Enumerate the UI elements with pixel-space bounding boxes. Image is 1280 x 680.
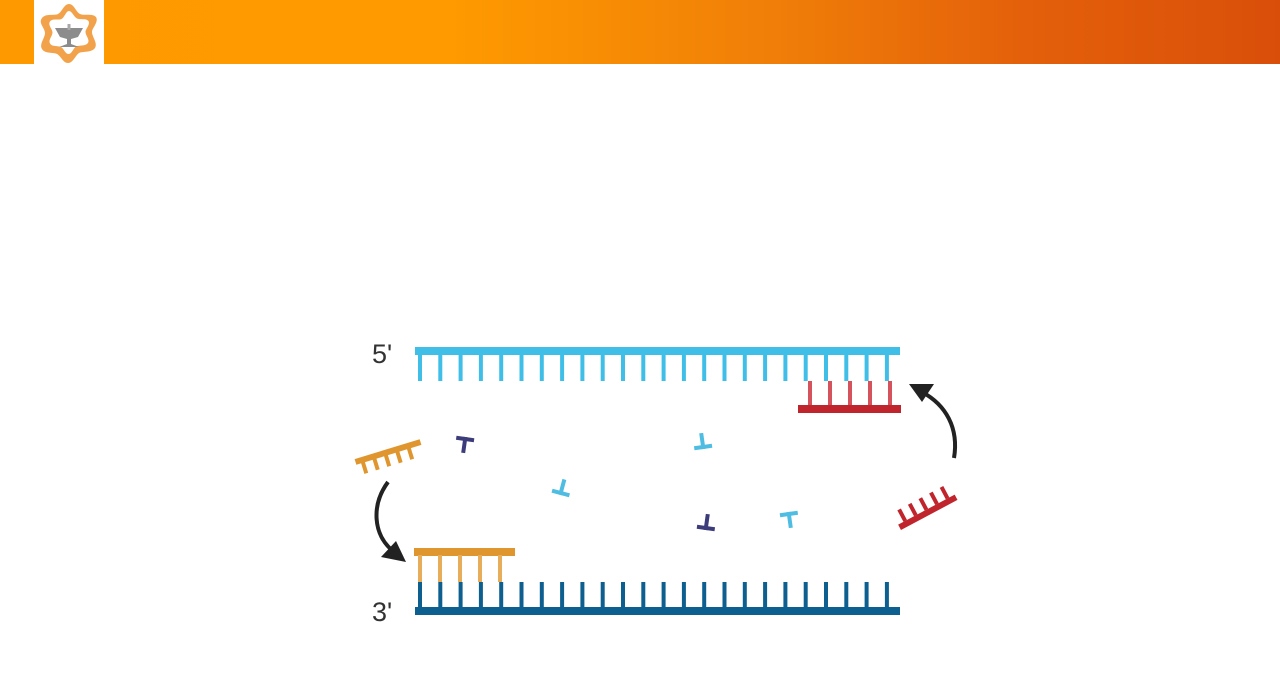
base-pair-tick [844, 354, 849, 381]
base-pair-tick [808, 381, 812, 406]
free-nucleotide [692, 431, 713, 451]
base-pair-tick [661, 582, 666, 608]
base-pair-tick [641, 354, 646, 381]
top-dna-strand [415, 347, 900, 381]
base-pair-tick [884, 582, 889, 608]
base-pair-tick [621, 354, 625, 381]
base-pair-tick [888, 381, 892, 406]
base-pair-tick [641, 582, 646, 608]
base-pair-tick [418, 354, 422, 381]
base-pair-tick [478, 354, 483, 381]
base-pair-tick [722, 354, 727, 381]
base-pair-tick [539, 582, 544, 608]
base-pair-tick [803, 582, 808, 608]
base-pair-tick [438, 555, 442, 582]
star-mortar-pestle-logo-icon [40, 4, 97, 63]
base-pair-tick [783, 582, 788, 608]
free-nucleotide [779, 510, 800, 530]
base-pair-tick [844, 582, 849, 608]
base-pair-tick [418, 582, 422, 608]
annealing-arrow-right [909, 384, 957, 459]
base-pair-tick [681, 582, 686, 608]
logo [34, 0, 104, 64]
orange-primer-free [354, 439, 422, 474]
base-pair-tick [519, 582, 524, 608]
free-nucleotide [551, 477, 574, 498]
bottom-strand-label: 3' [372, 597, 392, 627]
base-pair-tick [478, 555, 482, 582]
base-pair-tick [864, 354, 869, 381]
base-pair-tick [539, 354, 544, 381]
base-pair-tick [458, 354, 463, 381]
base-pair-tick [499, 582, 504, 608]
base-pair-tick [742, 354, 747, 381]
free-nucleotide [454, 435, 475, 455]
red-primer-free [897, 485, 958, 530]
header-bar [0, 0, 1280, 64]
base-pair-tick [742, 582, 747, 608]
top-strand-label: 5' [372, 339, 392, 369]
red-primer-annealed [798, 381, 901, 413]
base-pair-tick [824, 582, 828, 608]
base-pair-tick [763, 582, 768, 608]
orange-primer-annealed [414, 548, 515, 582]
base-pair-tick [864, 582, 869, 608]
base-pair-tick [702, 354, 707, 381]
base-pair-tick [722, 582, 727, 608]
base-pair-tick [418, 555, 422, 582]
base-pair-tick [600, 354, 605, 381]
base-pair-tick [783, 354, 788, 381]
base-pair-tick [498, 555, 502, 582]
base-pair-tick [600, 582, 605, 608]
base-pair-tick [519, 354, 524, 381]
annealing-arrow-left [374, 480, 406, 562]
base-pair-tick [702, 582, 707, 608]
base-pair-tick [868, 381, 872, 406]
base-pair-tick [848, 381, 852, 406]
bottom-dna-strand [415, 582, 900, 615]
base-pair-tick [580, 582, 585, 608]
base-pair-tick [763, 354, 768, 381]
base-pair-tick [478, 582, 483, 608]
base-pair-tick [458, 582, 463, 608]
base-pair-tick [828, 381, 832, 406]
base-pair-tick [681, 354, 686, 381]
base-pair-tick [824, 354, 828, 381]
base-pair-tick [560, 582, 565, 608]
base-pair-tick [438, 582, 443, 608]
base-pair-tick [499, 354, 504, 381]
base-pair-tick [458, 555, 462, 582]
free-nucleotide [696, 512, 717, 532]
base-pair-tick [661, 354, 666, 381]
base-pair-tick [560, 354, 565, 381]
base-pair-tick [580, 354, 585, 381]
base-pair-tick [803, 354, 808, 381]
base-pair-tick [438, 354, 443, 381]
base-pair-tick [884, 354, 889, 381]
base-pair-tick [621, 582, 625, 608]
